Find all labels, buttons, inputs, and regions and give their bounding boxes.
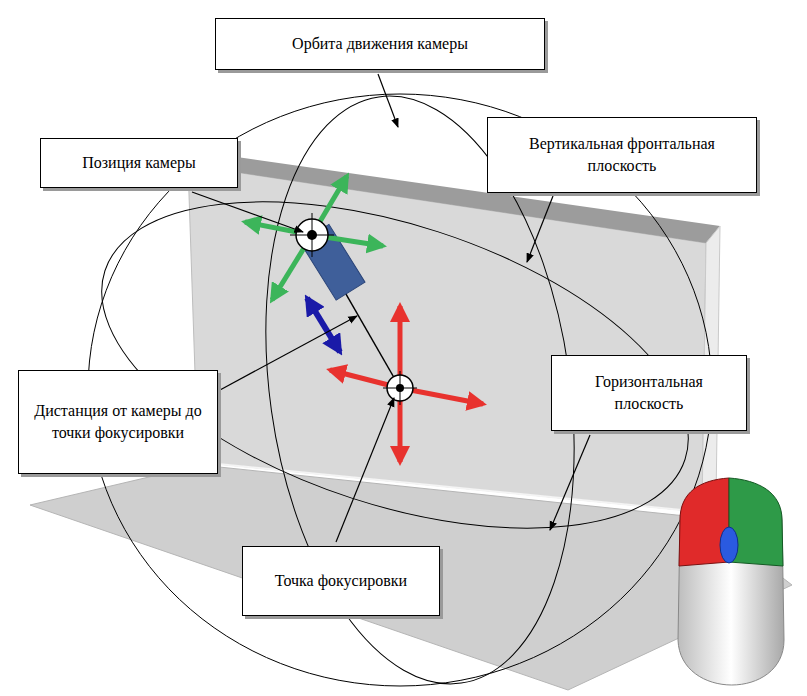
camera-arrows	[245, 176, 383, 300]
focus-arrows	[330, 306, 483, 462]
focus-target	[383, 371, 417, 405]
callout-box: Дистанция от камеры до точки фокусировки	[18, 370, 218, 474]
callout-box: Горизонтальная плоскость	[551, 355, 747, 431]
plane-joint	[198, 462, 702, 512]
callout-box: Точка фокусировки	[242, 546, 440, 616]
camera-target	[290, 213, 334, 257]
callout-label: Точка фокусировки	[275, 570, 407, 592]
callout-label: Горизонтальная плоскость	[562, 371, 736, 414]
callout-box: Вертикальная фронтальная плоскость	[487, 117, 757, 193]
mouse-icon	[678, 478, 784, 685]
callout-label: Орбита движения камеры	[292, 33, 468, 55]
callout-box: Позиция камеры	[40, 138, 238, 188]
callout-label: Позиция камеры	[82, 152, 196, 174]
callout-label: Дистанция от камеры до точки фокусировки	[29, 400, 207, 443]
callout-label: Вертикальная фронтальная плоскость	[498, 133, 746, 176]
distance-arrow	[307, 298, 340, 352]
callout-box: Орбита движения камеры	[215, 18, 545, 70]
